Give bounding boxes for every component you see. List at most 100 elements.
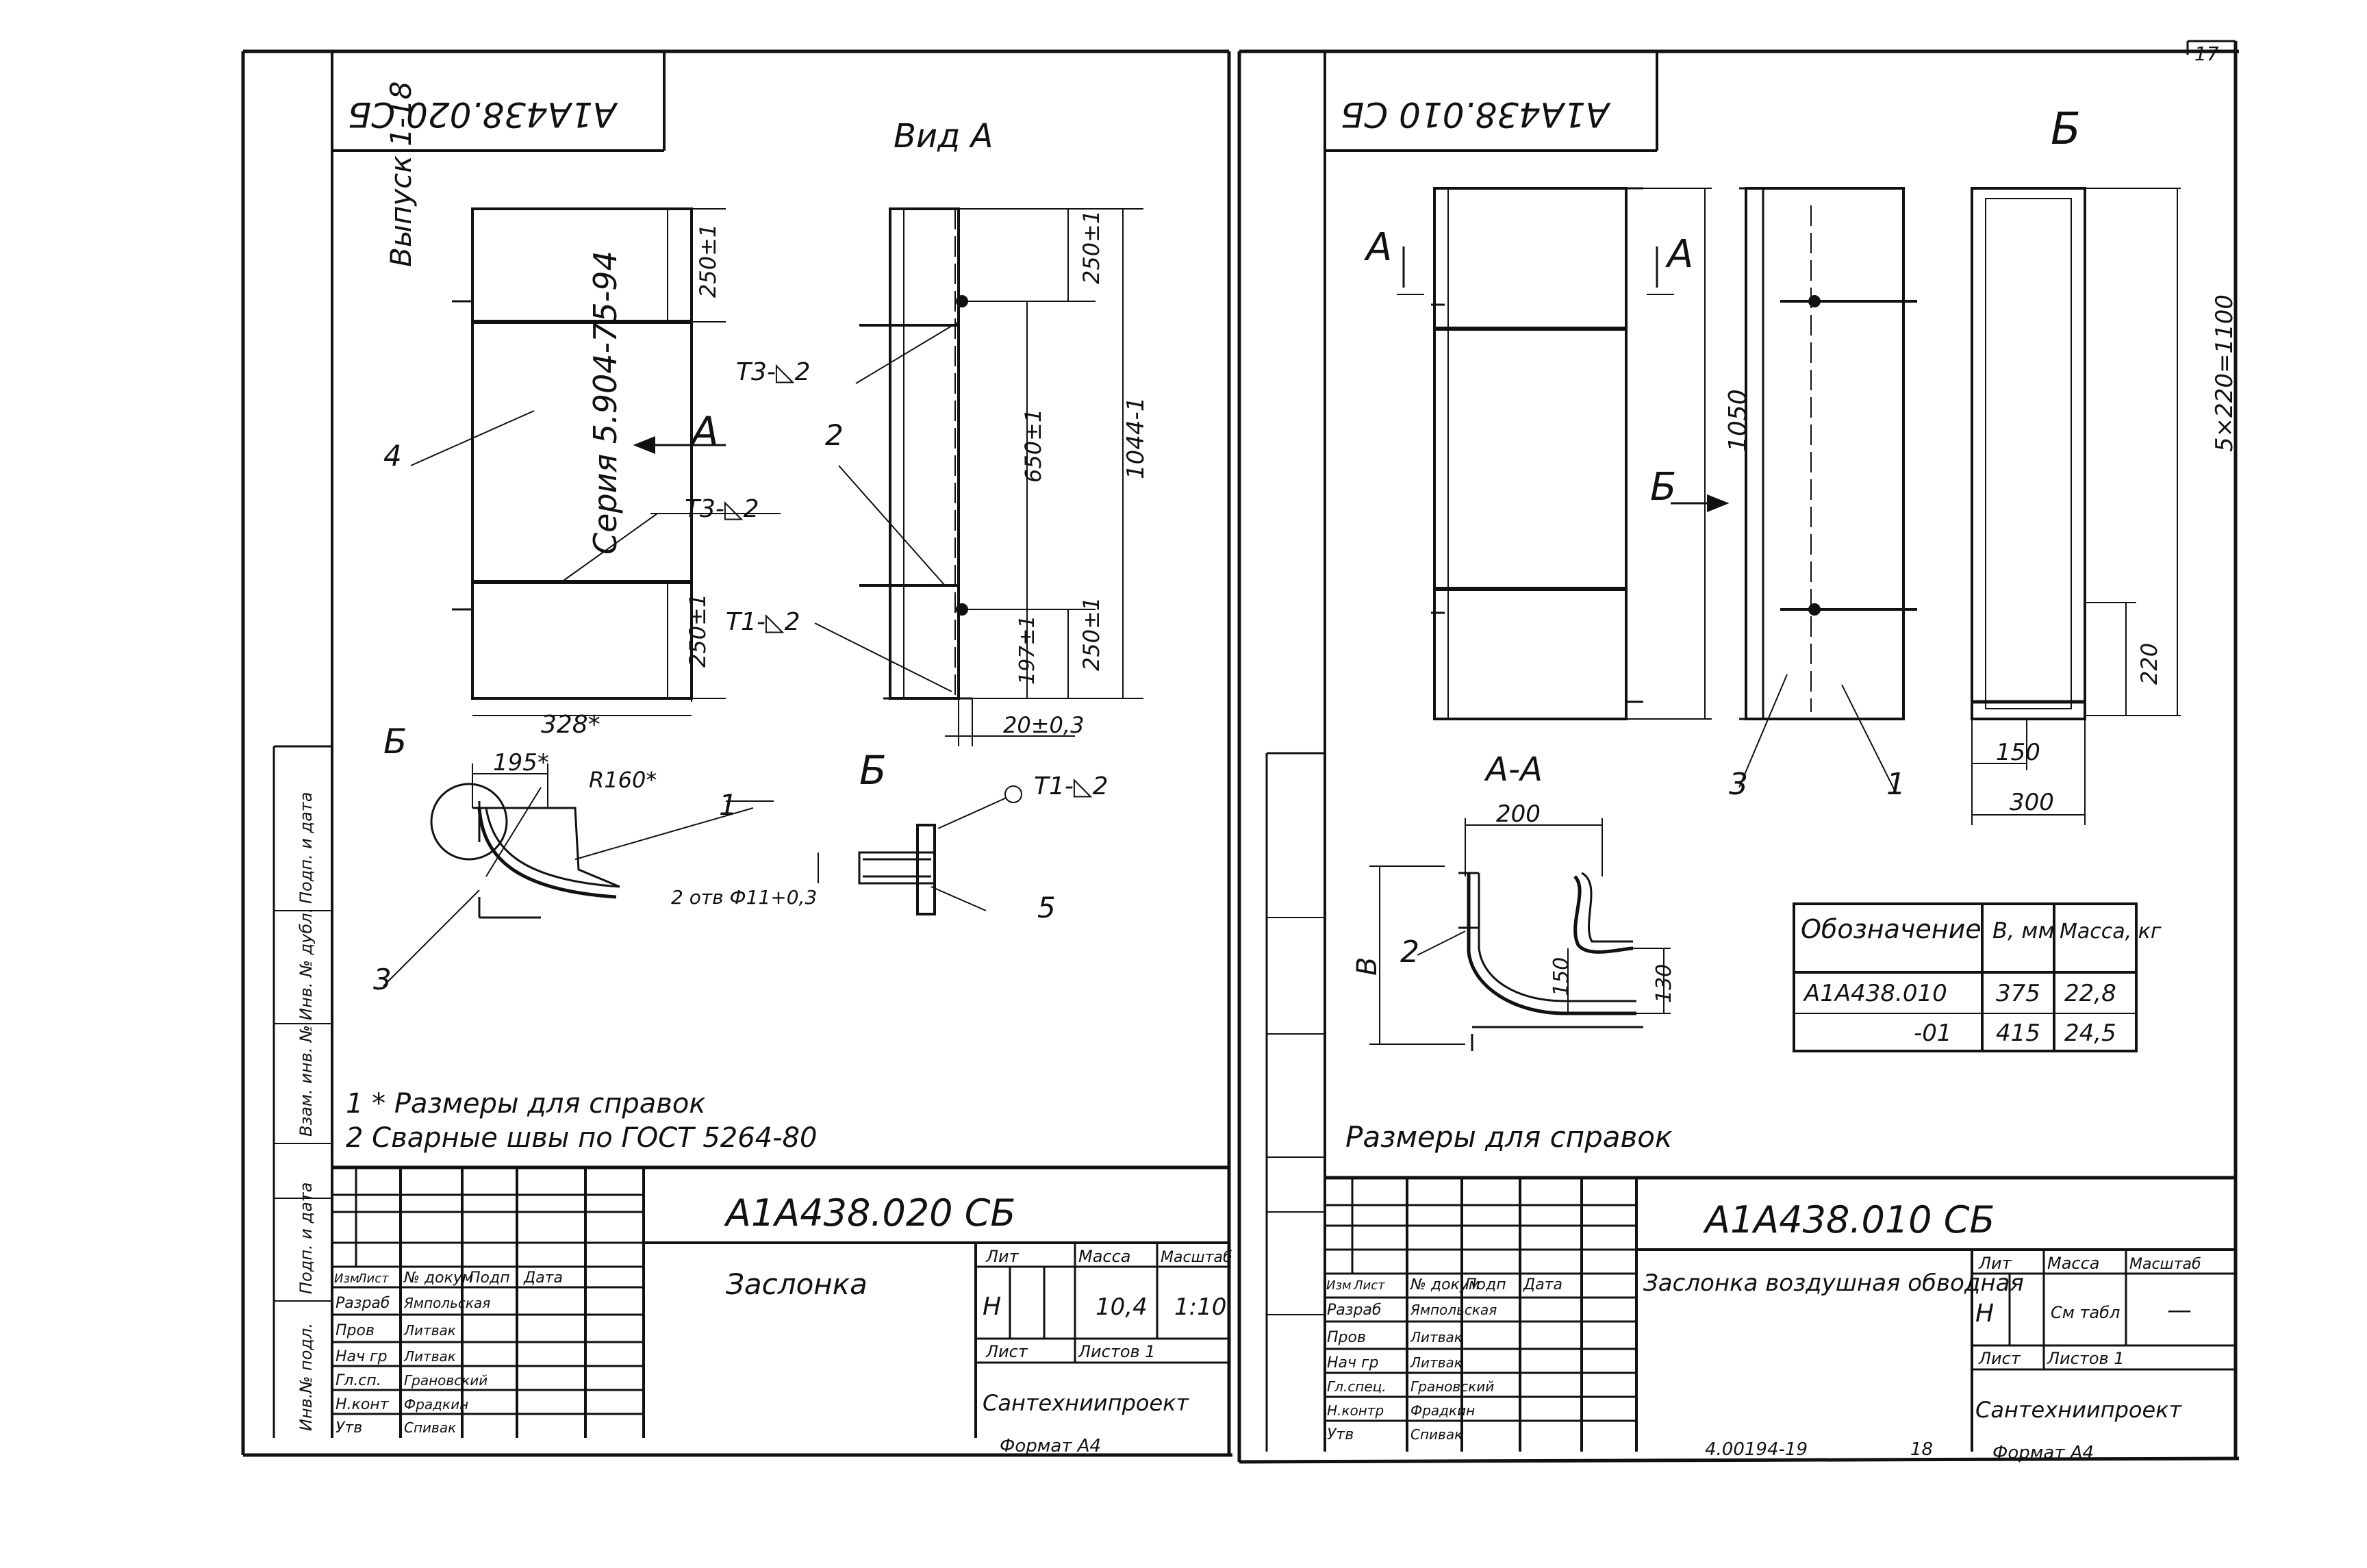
right-tb-name-0: Ямпольская <box>1410 1302 1497 1318</box>
left-dim-328: 328* <box>541 711 600 739</box>
right-tb-scale: — <box>2167 1296 2192 1324</box>
left-tb-name: Заслонка <box>726 1267 868 1301</box>
right-tb-format: Формат А4 <box>1992 1443 2094 1463</box>
right-tb-sheets-label: Листов 1 <box>2047 1349 2125 1368</box>
left-side-dim-650: 650±1 <box>1020 409 1046 483</box>
left-hole-note: 2 отв Ф11+0,3 <box>671 886 817 909</box>
right-dim-300: 300 <box>2010 789 2054 816</box>
left-tb-h3: Подп <box>469 1269 510 1287</box>
left-dim-r160: R160* <box>589 767 657 793</box>
left-arrow-a: А <box>689 408 719 455</box>
right-tb-role-1: Пров <box>1327 1329 1366 1346</box>
left-tb-h0: Изм <box>334 1272 359 1286</box>
right-tb-h1: Лист <box>1353 1278 1385 1293</box>
right-tb-lit: Н <box>1975 1300 1994 1328</box>
left-frame <box>241 49 1232 1457</box>
left-tb-role-3: Гл.сп. <box>336 1372 381 1389</box>
left-tb-role-1: Пров <box>336 1322 375 1339</box>
right-callout-3: 3 <box>1729 767 1748 802</box>
left-detail-b <box>818 785 1022 915</box>
left-weld-3: Т1-◺2 <box>726 608 800 636</box>
right-tb-lit-label: Лит <box>1978 1254 2012 1273</box>
left-weld-4: Т1-◺2 <box>1034 772 1108 800</box>
left-tb-lit: Н <box>983 1293 1001 1321</box>
right-tb-scale-label: Масштаб <box>2129 1256 2201 1273</box>
right-dim-150: 150 <box>1996 739 2040 766</box>
right-table-r0-c2: 22,8 <box>2064 980 2116 1007</box>
left-front-view <box>452 207 726 716</box>
right-tb-name-5: Спивак <box>1410 1426 1463 1443</box>
left-tb-role-5: Утв <box>336 1419 362 1437</box>
left-section-curve <box>430 763 620 919</box>
right-tb-h0: Изм <box>1326 1278 1352 1293</box>
left-side-dim-250-top: 250±1 <box>1078 210 1104 284</box>
left-callout-5: 5 <box>1037 891 1056 924</box>
left-weld-2: Т3-◺2 <box>685 495 759 523</box>
right-tb-mass: См табл <box>2051 1303 2120 1322</box>
right-tb-org: Сантехниипроект <box>1975 1397 2182 1423</box>
right-table-r0-c1: 375 <box>1996 980 2040 1007</box>
left-tb-format: Формат А4 <box>1000 1436 1101 1456</box>
right-frame <box>1237 40 2240 1464</box>
right-tb-h3: Подп <box>1465 1276 1506 1293</box>
left-callout-1: 1 <box>719 788 737 822</box>
right-table-r1-c0: -01 <box>1914 1020 1952 1047</box>
right-arrow-a-right: А <box>1665 232 1693 277</box>
right-dim-130: 130 <box>1652 964 1676 1003</box>
right-tb-name: Заслонка воздушная обводная <box>1643 1269 2024 1297</box>
left-tb-role-2: Нач гр <box>336 1348 388 1365</box>
right-stamp-box <box>1325 51 1658 152</box>
left-note-2: 2 Сварные швы по ГОСТ 5264-80 <box>346 1122 817 1154</box>
left-dim-250-top: 250±1 <box>695 224 721 298</box>
left-view-a-title: Вид А <box>894 117 993 155</box>
right-dim-150-sec: 150 <box>1549 957 1573 996</box>
right-tb-h2: № докум <box>1410 1276 1480 1293</box>
right-table-h0: Обозначение <box>1801 914 1982 944</box>
left-side-dim-1044: 1044-1 <box>1122 397 1150 479</box>
left-strip-1: Подп. и дата <box>296 1183 316 1295</box>
right-view-b-title: Б <box>2051 104 2081 155</box>
left-strip-4: Подп. и дата <box>296 792 316 905</box>
right-section-aa <box>1369 818 1671 1051</box>
left-strip-0: Инв.№ подл. <box>296 1323 316 1431</box>
right-tb-name-3: Грановский <box>1410 1378 1494 1395</box>
right-tb-role-0: Разраб <box>1327 1302 1381 1319</box>
right-arrow-b: Б <box>1650 465 1676 509</box>
right-table-r1-c1: 415 <box>1996 1020 2040 1047</box>
left-callout-4: 4 <box>383 439 402 472</box>
right-tb-bottom-code: 4.00194-19 <box>1705 1439 1808 1460</box>
left-dim-195: 195* <box>493 749 549 776</box>
right-dim-1050: 1050 <box>1724 389 1752 452</box>
right-section-aa: А-А <box>1484 750 1543 789</box>
left-series-label: Серия 5.904-75-94 <box>587 251 624 555</box>
right-stamp-code: A1A438.010 CБ <box>1341 94 1611 134</box>
left-tb-h4: Дата <box>523 1269 563 1287</box>
left-tb-name-3: Грановский <box>404 1372 488 1389</box>
right-callout-1: 1 <box>1886 767 1906 802</box>
left-callout-3: 3 <box>373 963 392 996</box>
right-tb-role-5: Утв <box>1327 1426 1354 1443</box>
right-title-block-grid <box>1325 1176 2236 1452</box>
right-note: Размеры для справок <box>1345 1120 1673 1154</box>
left-tb-h1: Лист <box>357 1272 389 1286</box>
right-tb-name-2: Литвак <box>1410 1354 1463 1371</box>
left-weld-1: Т3-◺2 <box>736 358 810 386</box>
right-dim-200: 200 <box>1496 800 1541 828</box>
right-table-r1-c2: 24,5 <box>2064 1020 2116 1047</box>
left-tb-name-0: Ямпольская <box>403 1295 490 1311</box>
left-side-dim-197: 197±1 <box>1015 616 1039 685</box>
left-detail-b-title: Б <box>859 747 887 794</box>
left-strip-2: Взам. инв. № <box>296 1025 316 1137</box>
left-tb-scale: 1:10 <box>1174 1293 1226 1321</box>
left-side-dim-250-bottom: 250±1 <box>1078 597 1104 671</box>
left-tb-sheet-label: Лист <box>985 1342 1028 1361</box>
right-tb-role-3: Гл.спец. <box>1327 1378 1387 1395</box>
right-tb-name-1: Литвак <box>1410 1329 1463 1345</box>
right-view-b <box>1971 187 2181 825</box>
right-arrow-a-left: А <box>1364 225 1392 270</box>
left-tb-scale-label: Масштаб <box>1161 1249 1232 1266</box>
right-tb-sheet-label: Лист <box>1978 1349 2021 1368</box>
left-issue-label: Выпуск 1-18 <box>384 81 418 267</box>
left-stamp-box <box>332 51 666 152</box>
